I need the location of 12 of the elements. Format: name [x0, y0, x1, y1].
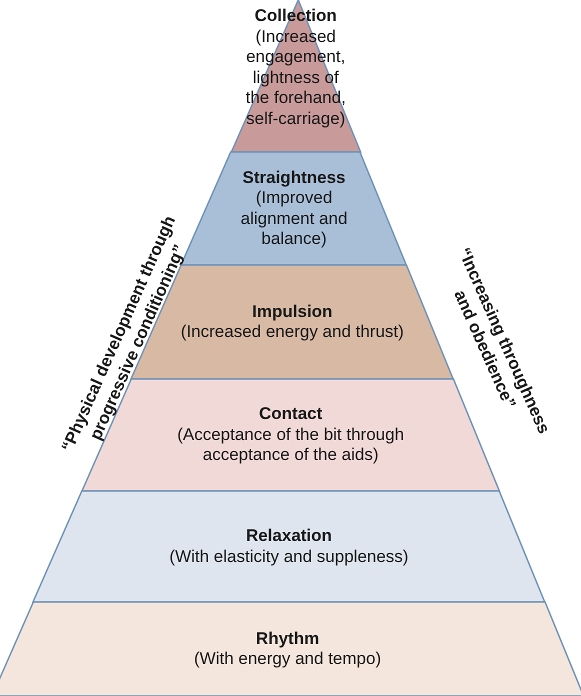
tier-description: (With energy and tempo) [194, 649, 382, 670]
tier-heading: Contact [258, 404, 322, 425]
tier-description: (Improved alignment and balance) [240, 188, 348, 250]
tier-description: (With elasticity and suppleness) [169, 546, 408, 567]
tier-description: (Acceptance of the bit through acceptance of the aids) [176, 424, 406, 466]
tier-heading: Straightness [242, 168, 346, 188]
pyramid-tier [0, 604, 581, 694]
tier-description: (Increased energy and thrust) [180, 322, 404, 341]
tier-heading: Rhythm [256, 628, 320, 649]
tier-heading: Relaxation [246, 526, 332, 546]
pyramid-tier [33, 493, 545, 600]
tier-heading: Impulsion [252, 302, 332, 322]
